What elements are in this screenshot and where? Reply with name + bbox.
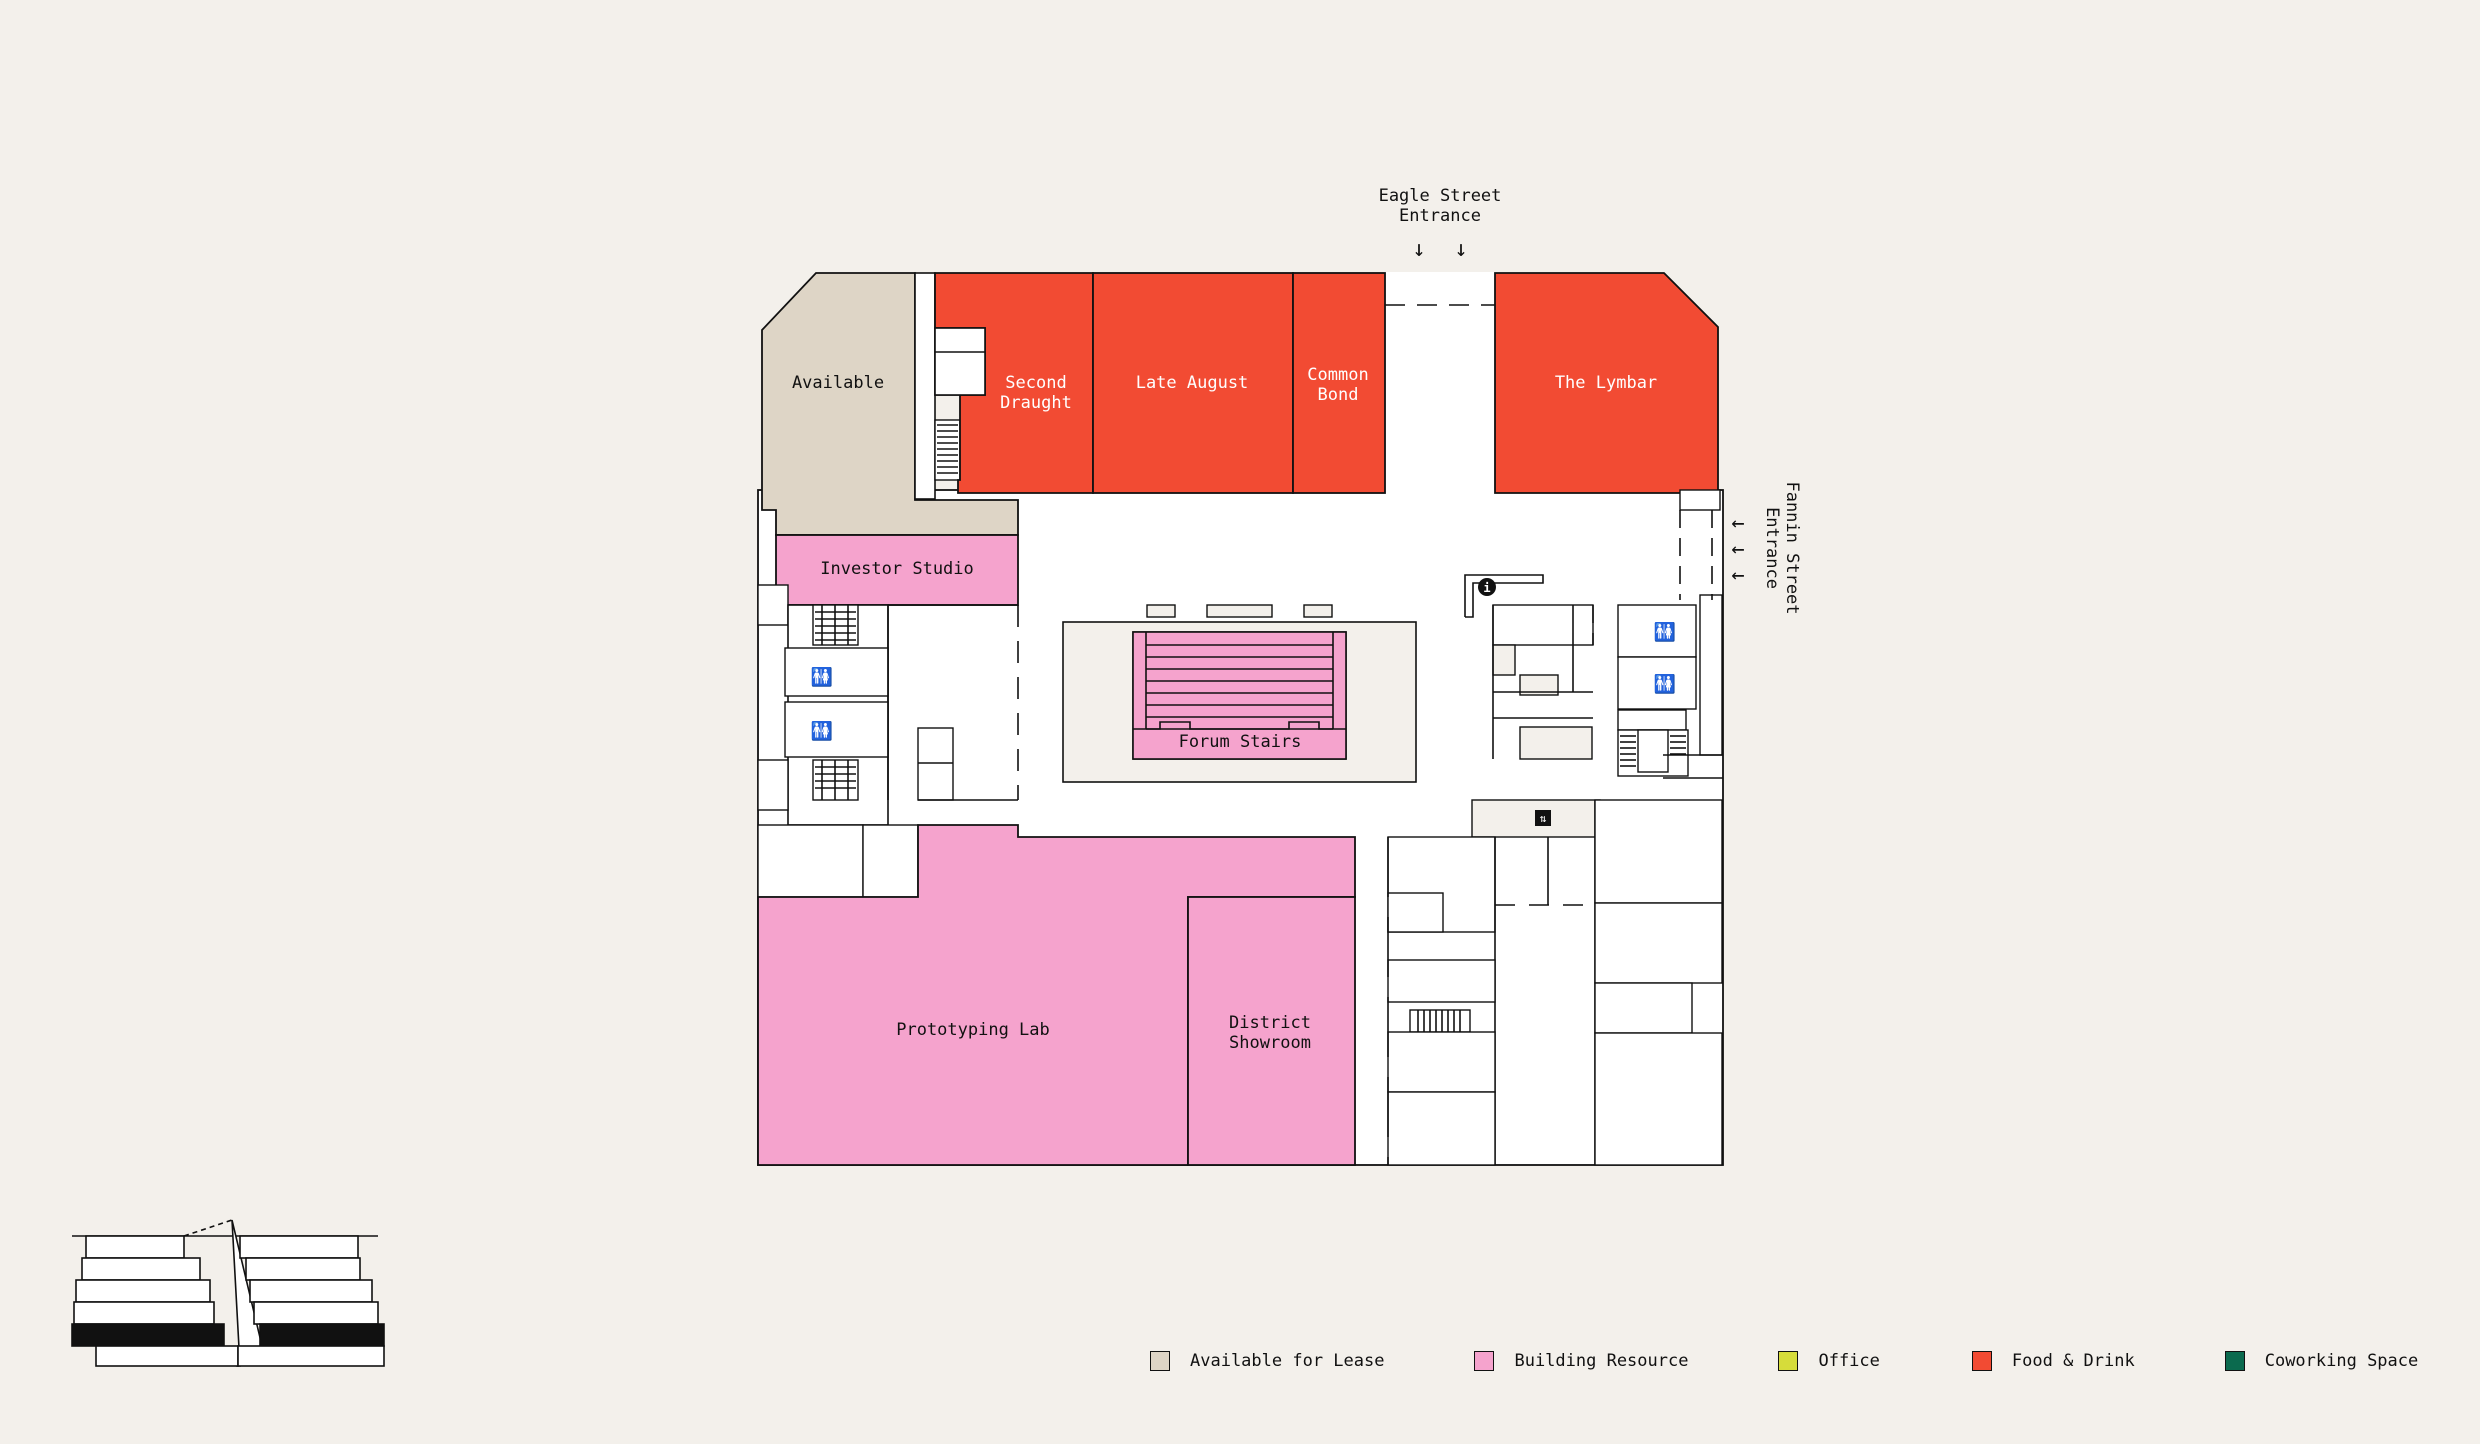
eagle-entrance-line1: Eagle Street [1379, 186, 1502, 206]
fannin-entrance-line2: Entrance [1762, 507, 1782, 589]
room-second-draught[interactable]: Second Draught [934, 272, 1094, 494]
left-arrow-icon: ← [1731, 537, 1744, 562]
room-investor-studio-label: Investor Studio [820, 559, 974, 579]
legend-item-building-resource: Building Resource [1474, 1351, 1688, 1371]
legend-swatch [1778, 1351, 1799, 1371]
room-prototyping-lab-label: Prototyping Lab [896, 1020, 1050, 1040]
legend-swatch [1971, 1351, 1992, 1371]
east-core: 🚻 🚻 [1492, 489, 1723, 779]
room-prototyping-lab[interactable]: Prototyping Lab [757, 824, 1356, 1166]
left-arrow-icon: ← [1731, 511, 1744, 536]
restroom-icon: 🚻 [1654, 621, 1676, 643]
down-arrow-icon: ↓ [1412, 237, 1425, 262]
room-forum-stairs-label: Forum Stairs [1179, 732, 1302, 752]
legend-label: Office [1818, 1351, 1880, 1371]
room-forum-stairs[interactable]: Forum Stairs [1132, 631, 1347, 760]
stairs-icon [815, 760, 856, 800]
legend-item-office: Office [1778, 1351, 1880, 1371]
restroom-icon: 🚻 [1654, 673, 1676, 695]
legend-label: Food & Drink [2011, 1351, 2135, 1371]
stairs-icon [815, 605, 856, 645]
elevator-icon-glyph: ⇅ [1540, 812, 1547, 825]
room-district-showroom[interactable]: District Showroom [1187, 896, 1356, 1166]
elevator-lobby: ⇅ [1471, 799, 1601, 838]
eagle-street-entrance: Eagle Street Entrance ↓ ↓ [1379, 186, 1502, 262]
legend-swatch [2224, 1351, 2245, 1371]
stairs-icon [1620, 735, 1686, 767]
legend-label: Available for Lease [1190, 1351, 1385, 1371]
room-district-showroom-label-2: Showroom [1229, 1033, 1311, 1053]
map-legend: Available for Lease Building Resource Of… [1150, 1348, 2418, 1374]
room-available-label: Available [792, 373, 884, 393]
info-icon [1478, 578, 1496, 596]
info-icon-glyph: i [1483, 581, 1490, 595]
building-section-icon [71, 1219, 385, 1367]
room-late-august-label: Late August [1136, 373, 1249, 393]
fannin-street-entrance: Fannin Street Entrance ← ← ← [1731, 481, 1802, 614]
restroom-icon: 🚻 [811, 720, 833, 742]
info-desk: i [1464, 574, 1544, 618]
legend-swatch [1474, 1351, 1495, 1371]
elevator-icon [1535, 810, 1551, 826]
legend-label: Building Resource [1514, 1351, 1689, 1371]
stairs-icon [1133, 632, 1346, 730]
fannin-entrance-line1: Fannin Street [1782, 481, 1802, 614]
legend-item-available-for-lease: Available for Lease [1150, 1351, 1384, 1371]
room-common-bond[interactable]: Common Bond [1292, 272, 1386, 494]
eagle-entrance-line2: Entrance [1399, 206, 1481, 226]
room-common-bond-label-1: Common [1307, 365, 1368, 385]
room-second-draught-label-1: Second [1005, 373, 1066, 393]
down-arrow-icon: ↓ [1454, 237, 1467, 262]
room-late-august[interactable]: Late August [1092, 272, 1294, 494]
legend-item-food-drink: Food & Drink [1971, 1351, 2135, 1371]
room-the-lymbar[interactable]: The Lymbar [1494, 272, 1719, 494]
room-investor-studio[interactable]: Investor Studio [775, 534, 1019, 606]
legend-item-coworking-space: Coworking Space [2224, 1351, 2419, 1371]
stairs-icon [937, 424, 958, 474]
room-district-showroom-label-1: District [1229, 1013, 1311, 1033]
stairs-icon [1417, 1010, 1461, 1032]
south-east-offices [1387, 799, 1723, 1166]
legend-label: Coworking Space [2264, 1351, 2419, 1371]
left-arrow-icon: ← [1731, 563, 1744, 588]
room-common-bond-label-2: Bond [1318, 385, 1359, 405]
room-the-lymbar-label: The Lymbar [1555, 373, 1657, 393]
legend-swatch [1150, 1351, 1170, 1371]
room-second-draught-label-2: Draught [1000, 393, 1072, 413]
west-core: 🚻 🚻 [757, 584, 1019, 898]
restroom-icon: 🚻 [811, 666, 833, 688]
